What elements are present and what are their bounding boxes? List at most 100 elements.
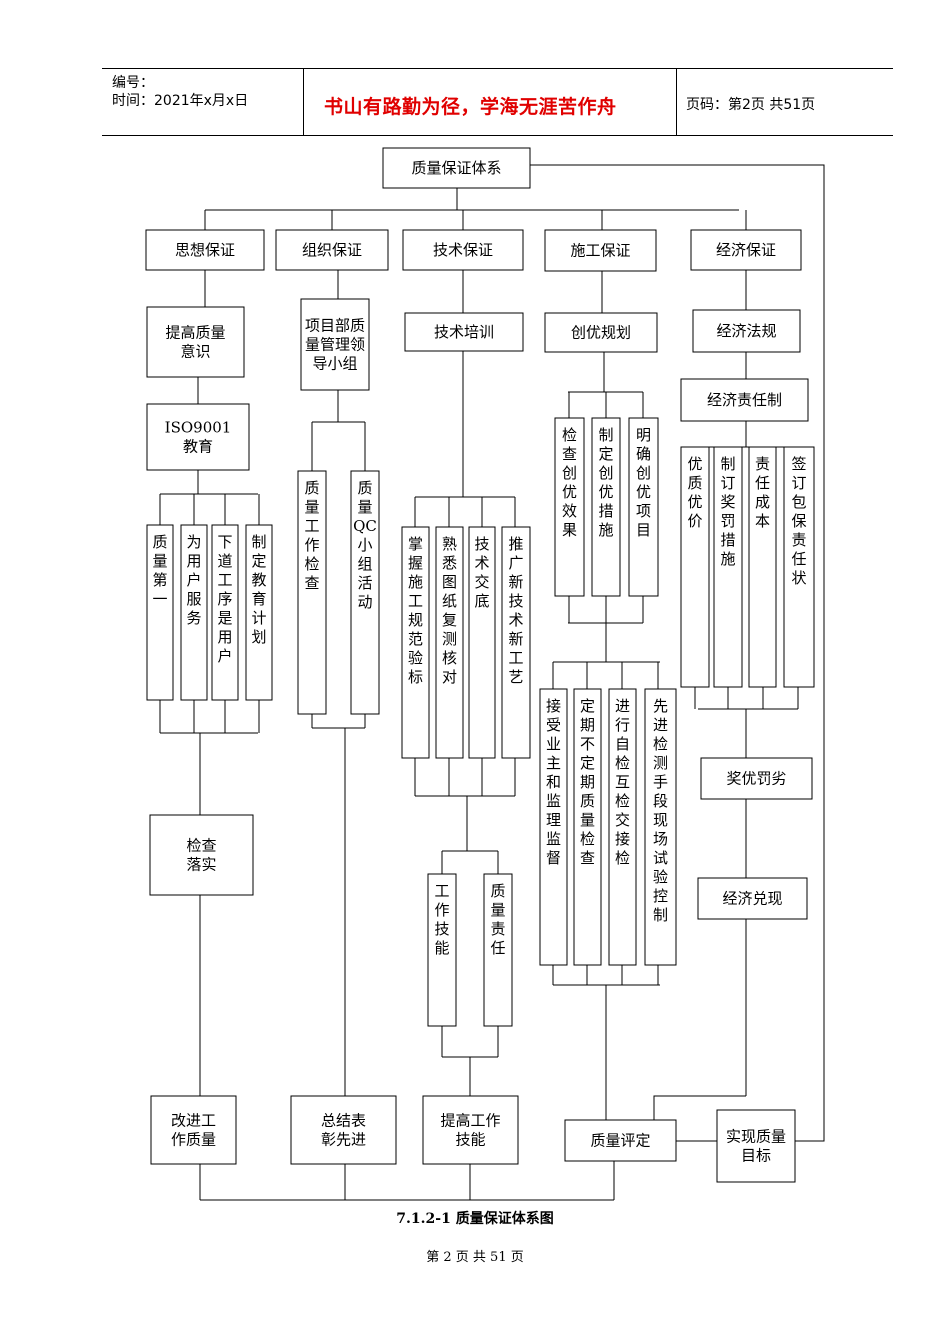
construction-item-2-frame — [591, 417, 621, 597]
thought-awareness-node-label: 提高质量 — [165, 324, 225, 342]
org-item-1-label: 工 — [304, 517, 319, 535]
org-group-node-label: 量管理领 — [305, 336, 365, 354]
thought-item-1-label: 质 — [152, 533, 167, 551]
economic-item-3-label: 本 — [755, 512, 770, 530]
header-time-label: 时间：2021年x月x日 — [112, 93, 249, 109]
economic-item-4-label: 订 — [791, 474, 806, 492]
economic-law-node: 经济法规 — [692, 309, 801, 353]
construction-item2-2-label: 查 — [580, 849, 595, 867]
thought-item-3-label: 用 — [217, 628, 232, 646]
construction-plan-node-frame — [544, 312, 658, 353]
construction-item2-3-label: 互 — [615, 773, 630, 791]
construction-item-3-frame — [628, 417, 659, 597]
org-item-2-frame — [350, 470, 380, 715]
thought-item-4-label: 育 — [251, 590, 266, 608]
thought-item-3-label: 序 — [217, 590, 232, 608]
tech-item2-1-frame — [427, 873, 457, 1027]
construction-item2-2-label: 期 — [580, 773, 595, 791]
org-summary-node-label: 彰先进 — [321, 1131, 366, 1149]
economic-item-2-frame — [713, 446, 743, 688]
construction-item-1-label: 查 — [562, 445, 577, 463]
tech-item-1-label: 工 — [408, 592, 423, 610]
goal-node-label: 实现质量 — [726, 1128, 786, 1146]
economic-item-2-label: 施 — [720, 550, 735, 568]
header-top-rule — [102, 68, 893, 69]
construction-item2-2-label: 质 — [580, 792, 595, 810]
economic-item-1-label: 优 — [687, 493, 702, 511]
tech-improve-node-label: 提高工作 — [440, 1112, 500, 1130]
thought-item-3-label: 工 — [217, 571, 232, 589]
thought-item-3-frame — [211, 524, 239, 701]
thought-item-2-label: 用 — [186, 552, 201, 570]
tech-item-2-label: 测 — [442, 630, 457, 648]
economic-reward-node-label: 奖优罚劣 — [726, 770, 786, 788]
economic-item-1-frame — [680, 446, 710, 688]
construction-item-1-label: 检 — [562, 426, 577, 444]
category-5-frame — [690, 229, 802, 271]
construction-item-1-frame — [554, 417, 585, 597]
economic-item-4-label: 包 — [791, 493, 806, 511]
economic-item-2-label: 订 — [720, 474, 735, 492]
thought-improve-node-label: 改进工 — [171, 1112, 216, 1130]
thought-item-4-label: 划 — [251, 628, 266, 646]
org-item-1-label: 作 — [304, 536, 319, 554]
economic-item-3-label: 成 — [755, 493, 770, 511]
construction-item2-3-frame — [608, 688, 637, 966]
construction-item-3-label: 明 — [636, 426, 651, 444]
economic-item-4-label: 保 — [791, 512, 806, 530]
connector-lines — [159, 164, 825, 1201]
thought-item-2-label: 户 — [186, 571, 201, 589]
economic-law-node-label: 经济法规 — [716, 322, 776, 340]
category-4: 施工保证 — [544, 229, 657, 272]
construction-item-2-label: 优 — [598, 483, 613, 501]
tech-item-2-label: 熟 — [442, 535, 457, 553]
construction-item-2-label: 措 — [598, 502, 613, 520]
thought-item-2-label: 服 — [186, 590, 201, 608]
tech-item2-2-label: 量 — [490, 901, 505, 919]
construction-item2-4-label: 段 — [653, 792, 668, 810]
org-item-2-label: 组 — [357, 555, 372, 573]
construction-item2-2-label: 量 — [580, 811, 595, 829]
org-group-node-label: 导小组 — [312, 355, 357, 373]
tech-item-3-label: 交 — [474, 573, 489, 591]
construction-item-3-label: 确 — [636, 445, 651, 463]
org-summary-node-label: 总结表 — [321, 1112, 366, 1130]
org-summary-node-frame — [290, 1095, 397, 1165]
construction-item2-4-label: 控 — [653, 887, 668, 905]
org-item-2-label: 活 — [357, 574, 372, 592]
tech-item-1-label: 施 — [408, 573, 423, 591]
category-1-label: 思想保证 — [175, 241, 235, 259]
construction-item2-3-label: 检 — [615, 792, 630, 810]
economic-item-3-frame — [748, 446, 777, 688]
economic-item-3-label: 任 — [755, 474, 770, 492]
tech-item2-1-label: 能 — [434, 939, 449, 957]
thought-improve-node-frame — [150, 1095, 237, 1165]
category-2-label: 组织保证 — [302, 241, 362, 259]
construction-item2-1-label: 接 — [546, 697, 561, 715]
tech-item-1-label: 范 — [408, 630, 423, 648]
header-page-code: 页码：第2页 共51页 — [686, 97, 816, 113]
construction-item-2-label: 制 — [598, 426, 613, 444]
economic-cash-node-frame — [697, 877, 808, 920]
economic-cash-node: 经济兑现 — [697, 877, 808, 920]
construction-item-2-label: 施 — [598, 521, 613, 539]
tech-item2-1-label: 技 — [434, 920, 449, 938]
construction-item-2-label: 定 — [598, 445, 613, 463]
construction-item-1-label: 创 — [562, 464, 577, 482]
tech-item-1-frame — [401, 526, 430, 759]
page-header: 编号： 时间：2021年x月x日 书山有路勤为径，学海无涯苦作舟 页码：第2页 … — [102, 68, 893, 136]
construction-item2-4-label: 进 — [653, 716, 668, 734]
construction-item-3-label: 项 — [636, 502, 651, 520]
construction-evaluation-node-label: 质量评定 — [590, 1132, 650, 1150]
